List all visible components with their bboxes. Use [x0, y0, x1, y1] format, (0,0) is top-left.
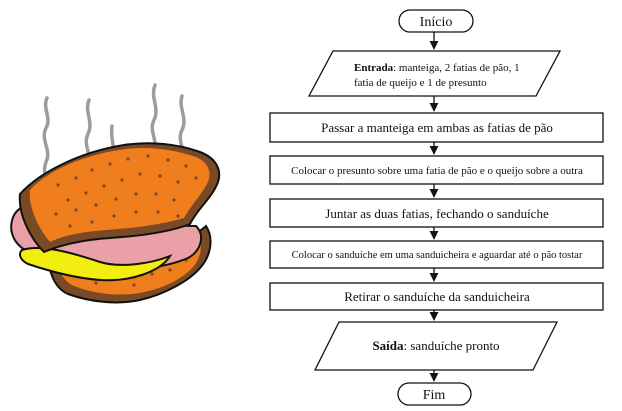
- sandwich-illustration: [10, 83, 221, 304]
- input-box: Entrada: manteiga, 2 fatias de pão, 1 fa…: [307, 50, 562, 97]
- input-text: Entrada: manteiga, 2 fatias de pão, 1: [354, 62, 520, 74]
- cheese-slice: [19, 246, 173, 282]
- process-step-4: Colocar o sanduíche em uma sanduicheira …: [269, 240, 604, 269]
- end-terminal: Fim: [397, 382, 472, 406]
- process-step-5: Retirar o sanduíche da sanduicheira: [269, 282, 604, 311]
- input-line-2: fatia de queijo e 1 de presunto: [354, 77, 487, 89]
- end-label: Fim: [423, 388, 446, 403]
- flowchart: Início Entrada: manteiga, 2 fatias de pã…: [269, 9, 604, 406]
- output-value: : sanduíche pronto: [404, 338, 500, 353]
- input-label: Entrada: [354, 62, 394, 74]
- input-line-1: : manteiga, 2 fatias de pão, 1: [393, 62, 519, 74]
- top-bread-face: [29, 147, 210, 242]
- output-text: Saída: sanduíche pronto: [372, 338, 499, 353]
- process-step-3: Juntar as duas fatias, fechando o sanduí…: [269, 198, 604, 228]
- step-5-text: Retirar o sanduíche da sanduicheira: [344, 289, 530, 304]
- top-bread-slice: [18, 142, 221, 254]
- output-box: Saída: sanduíche pronto: [313, 321, 559, 371]
- step-4-text: Colocar o sanduíche em uma sanduicheira …: [292, 250, 583, 261]
- process-step-2: Colocar o presunto sobre uma fatia de pã…: [269, 155, 604, 185]
- step-1-text: Passar a manteiga em ambas as fatias de …: [321, 120, 553, 135]
- start-label: Início: [420, 15, 453, 30]
- output-label: Saída: [372, 338, 404, 353]
- process-step-1: Passar a manteiga em ambas as fatias de …: [269, 112, 604, 143]
- bread-crumb-dots: [54, 154, 198, 228]
- start-terminal: Início: [398, 9, 474, 33]
- step-3-text: Juntar as duas fatias, fechando o sanduí…: [325, 206, 549, 221]
- step-2-text: Colocar o presunto sobre uma fatia de pã…: [291, 165, 583, 177]
